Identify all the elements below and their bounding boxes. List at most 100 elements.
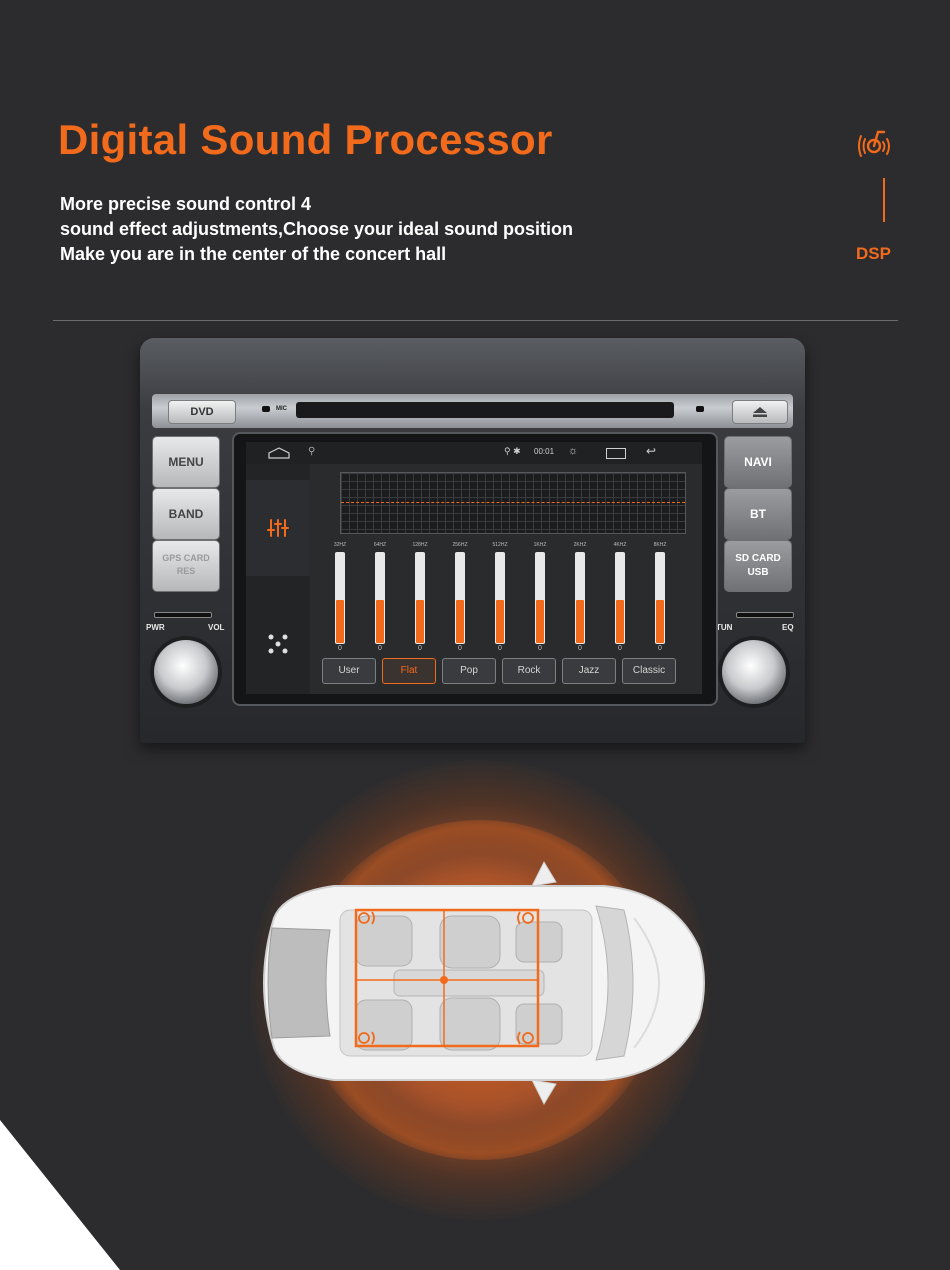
pwr-label: PWR [146,623,165,632]
eq-band[interactable]: 512HZ 0 [488,542,512,652]
corner-decoration [0,1120,120,1270]
band-slider-fill [376,600,384,643]
band-frequency-label: 64HZ [373,542,387,548]
volume-knob[interactable] [154,640,218,704]
preset-flat[interactable]: Flat [382,658,436,684]
band-button[interactable]: BAND [152,488,220,540]
gps-card-res-button[interactable]: GPS CARD RES [152,540,220,592]
band-slider[interactable] [615,552,625,644]
card-slot-left [154,612,212,618]
eq-label: EQ [782,623,794,632]
status-bar: ⚲ ⚲ ✱ 00:01 ☼ ↩ [246,442,702,464]
section-divider [53,320,898,321]
preset-rock[interactable]: Rock [502,658,556,684]
band-slider-fill [456,600,464,643]
brightness-icon[interactable]: ☼ [568,445,579,457]
home-icon[interactable] [268,447,290,459]
preset-pop[interactable]: Pop [442,658,496,684]
band-slider[interactable] [575,552,585,644]
eq-band[interactable]: 64HZ 0 [368,542,392,652]
band-slider[interactable] [455,552,465,644]
band-slider[interactable] [495,552,505,644]
band-slider[interactable] [655,552,665,644]
band-value: 0 [578,645,582,652]
band-slider-fill [656,600,664,643]
clock: 00:01 [534,447,555,456]
speaker-sound-icon [858,130,890,157]
band-slider[interactable] [535,552,545,644]
eject-icon [753,407,767,417]
eq-band[interactable]: 1KHZ 0 [528,542,552,652]
head-unit: DVD MIC MENU BAND GPS CARD RES PWR VOL N… [140,338,805,743]
disc-panel: DVD MIC [152,394,793,428]
eq-band[interactable]: 8KHZ 0 [648,542,672,652]
tun-label: TUN [716,623,733,632]
back-icon[interactable]: ↩ [646,444,657,458]
page-title: Digital Sound Processor [58,116,553,163]
menu-button[interactable]: MENU [152,436,220,488]
side-rail [246,464,310,694]
preset-classic[interactable]: Classic [622,658,676,684]
band-frequency-label: 4KHZ [613,542,627,548]
band-frequency-label: 256HZ [452,542,468,548]
window-icon[interactable] [606,448,626,459]
badge-divider [883,178,885,222]
preset-bar: User Flat Pop Rock Jazz Classic [322,658,682,684]
speaker-balance-icon [268,634,288,654]
eq-band[interactable]: 32HZ 0 [328,542,352,652]
band-slider-fill [616,600,624,643]
eq-band[interactable]: 256HZ 0 [448,542,472,652]
description-line: sound effect adjustments,Choose your ide… [60,219,574,239]
car-top-view-image [263,860,705,1106]
band-slider-fill [496,600,504,643]
band-frequency-label: 8KHZ [653,542,667,548]
eq-band[interactable]: 4KHZ 0 [608,542,632,652]
description: More precise sound control 4 sound effec… [60,192,573,267]
sensor-dot [696,406,704,412]
eq-curve-graph [340,472,686,534]
card-slot-right [736,612,794,618]
equalizer-icon [267,519,289,537]
band-frequency-label: 32HZ [333,542,347,548]
dvd-button[interactable]: DVD [168,400,236,424]
band-value: 0 [418,645,422,652]
mic-hole [262,406,270,412]
band-value: 0 [618,645,622,652]
band-value: 0 [498,645,502,652]
band-slider-fill [416,600,424,643]
screen: ⚲ ⚲ ✱ 00:01 ☼ ↩ [246,442,702,694]
band-slider[interactable] [375,552,385,644]
vol-label: VOL [208,623,225,632]
screen-bezel: ⚲ ⚲ ✱ 00:01 ☼ ↩ [232,432,718,706]
navi-button[interactable]: NAVI [724,436,792,488]
band-slider[interactable] [415,552,425,644]
sd-card-usb-button[interactable]: SD CARD USB [724,540,792,592]
band-slider-fill [536,600,544,643]
balance-tab[interactable] [246,596,310,692]
dsp-badge: DSP [856,244,891,263]
band-value: 0 [378,645,382,652]
band-value: 0 [538,645,542,652]
mic-label: MIC [276,406,287,412]
eject-button[interactable] [732,400,788,424]
band-value: 0 [338,645,342,652]
band-value: 0 [458,645,462,652]
band-value: 0 [658,645,662,652]
tune-knob[interactable] [722,640,786,704]
preset-user[interactable]: User [322,658,376,684]
band-frequency-label: 1KHZ [533,542,547,548]
band-slider-fill [336,600,344,643]
band-slider-fill [576,600,584,643]
bt-button[interactable]: BT [724,488,792,540]
band-slider[interactable] [335,552,345,644]
preset-jazz[interactable]: Jazz [562,658,616,684]
location-bluetooth-icons: ⚲ ✱ [504,446,521,456]
disc-slot [296,402,674,418]
band-frequency-label: 512HZ [492,542,508,548]
eq-curve-line [341,502,685,503]
equalizer-tab[interactable] [246,480,310,576]
description-line: More precise sound control 4 [60,194,312,214]
description-line: Make you are in the center of the concer… [60,244,447,264]
